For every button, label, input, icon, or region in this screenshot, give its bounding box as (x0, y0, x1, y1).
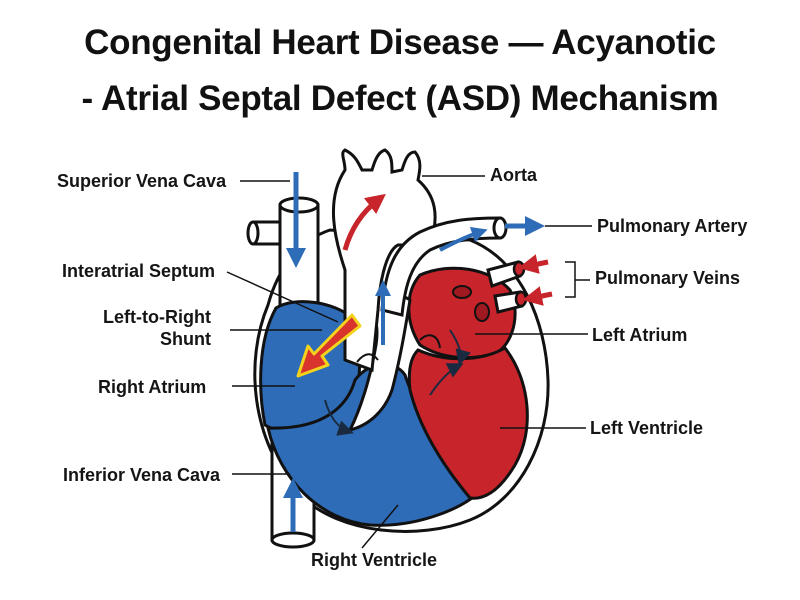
label-right-atrium: Right Atrium (98, 377, 207, 397)
label-left-atrium: Left Atrium (592, 325, 688, 345)
vein-opening (474, 302, 490, 322)
label-pulmonary-artery: Pulmonary Artery (597, 216, 748, 236)
label-pulmonary-veins: Pulmonary Veins (595, 268, 741, 288)
diagram-title-line-2: - Atrial Septal Defect (ASD) Mechanism (81, 79, 719, 118)
label-right-ventricle: Right Ventricle (311, 550, 438, 570)
label-shunt-line-2: Shunt (160, 329, 211, 349)
leader-lines (226, 175, 592, 549)
label-left-ventricle: Left Ventricle (590, 418, 704, 438)
ra-to-rv-flow (324, 399, 354, 436)
label-inferior-vena-cava: Inferior Vena Cava (63, 465, 221, 485)
label-superior-vena-cava: Superior Vena Cava (57, 171, 227, 191)
vein-opening (452, 285, 472, 299)
pv-inflow-arrow-lower (522, 286, 553, 306)
superior-vena-cava (246, 196, 320, 312)
label-shunt-line-1: Left-to-Right (103, 307, 211, 327)
valve-line (356, 353, 379, 363)
label-interatrial-septum: Interatrial Septum (62, 261, 216, 281)
pulmonary-vein-lower-opening (514, 290, 528, 308)
left-to-right-shunt-arrow (296, 313, 362, 378)
lv-outflow (429, 363, 464, 396)
pulmonary-vein-upper-opening (512, 260, 526, 278)
left-ventricle-chamber (407, 346, 529, 500)
la-to-lv-flow (449, 329, 471, 366)
pv-inflow-arrow-upper (518, 254, 549, 274)
label-aorta: Aorta (490, 165, 538, 185)
valve-line (419, 334, 441, 349)
aortic-flow-arrow (342, 193, 386, 251)
pulmonary-artery-opening (492, 216, 508, 240)
diagram-title-line-1: Congenital Heart Disease — Acyanotic (84, 23, 716, 62)
pa-flow-arrow (439, 226, 488, 252)
